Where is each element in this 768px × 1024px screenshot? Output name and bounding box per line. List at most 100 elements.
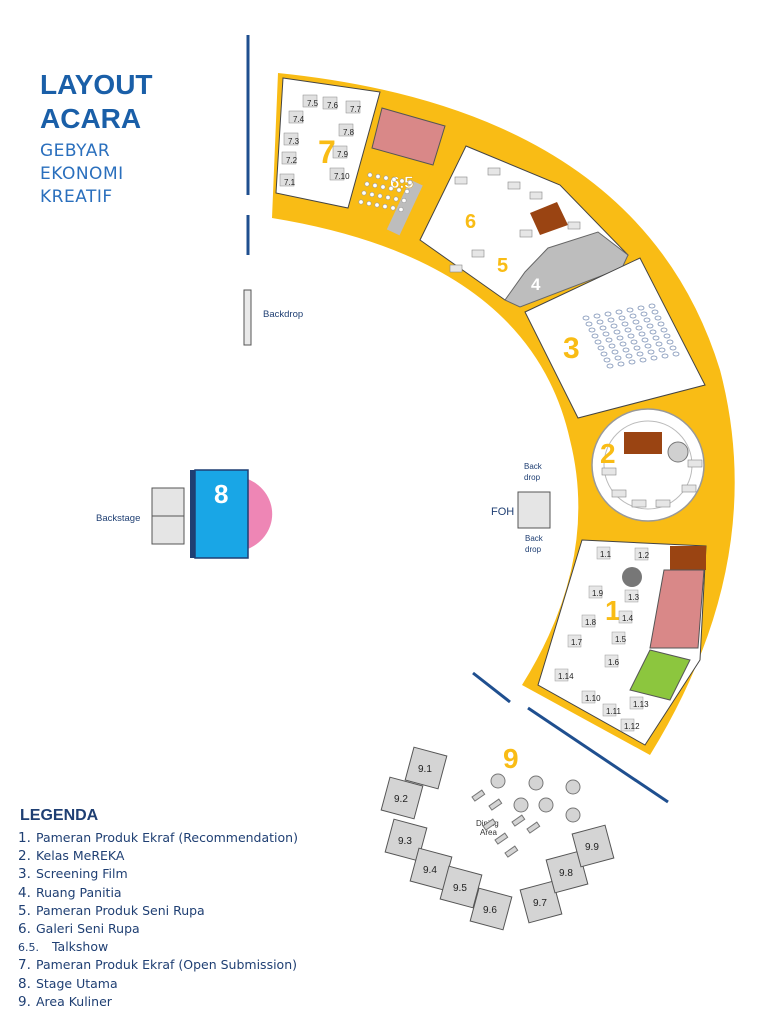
seat — [367, 172, 373, 178]
seat — [374, 202, 380, 208]
seat — [604, 311, 612, 317]
booth-table — [618, 610, 633, 624]
zone-9-stalls: 9.19.29.39.49.59.69.79.89.9 — [380, 746, 615, 931]
legend-item-text: Area Kuliner — [32, 993, 112, 1009]
booth-table — [302, 94, 318, 108]
seat — [607, 317, 615, 323]
dining-tables — [471, 773, 581, 858]
booth-label: 7.4 — [293, 115, 305, 124]
booth-label: 1.2 — [638, 551, 650, 560]
food-stall-label: 9.4 — [423, 865, 437, 876]
booth-label: 1.7 — [571, 638, 583, 647]
food-stall-label: 9.3 — [398, 836, 412, 847]
table — [507, 181, 521, 190]
legend-item: 7. Pameran Produk Ekraf (Open Submission… — [18, 956, 298, 974]
seat — [602, 331, 610, 337]
seat — [372, 183, 378, 189]
foh-booth — [517, 491, 551, 529]
legend-item-number: 5. — [18, 902, 31, 919]
booth-label: 1.13 — [633, 700, 649, 709]
booth-label: 7.2 — [286, 156, 298, 165]
legend-item: 6. Galeri Seni Rupa — [18, 920, 298, 938]
booth-table — [279, 173, 295, 187]
seat — [364, 181, 370, 187]
seat — [596, 319, 604, 325]
dining-label-2: Area — [480, 828, 497, 837]
booth-label: 1.4 — [622, 614, 634, 623]
zone-2-round-table — [667, 441, 689, 463]
booth-label: 7.7 — [350, 105, 362, 114]
seat — [383, 175, 389, 181]
booth-table — [624, 589, 639, 603]
seat — [599, 325, 607, 331]
seat — [672, 351, 680, 357]
dining-round-table — [513, 797, 529, 813]
dining-round-table — [565, 779, 581, 795]
booth-table — [581, 614, 596, 628]
zone-1-round-table — [622, 567, 642, 587]
booth-label: 7.10 — [334, 172, 350, 181]
dining-round-table — [490, 773, 506, 789]
seat — [636, 351, 644, 357]
legend-item: 2. Kelas MeREKA — [18, 847, 298, 865]
zone-label-2: 2 — [600, 438, 616, 469]
booth-table — [332, 145, 348, 159]
seat — [401, 198, 407, 204]
booth-table — [567, 634, 582, 648]
table — [655, 499, 671, 508]
food-stall-label: 9.2 — [394, 794, 408, 805]
booth-label: 1.8 — [585, 618, 597, 627]
seat — [396, 187, 402, 193]
seat — [616, 335, 624, 341]
booth-label: 1.10 — [585, 694, 601, 703]
food-stall-label: 9.6 — [483, 905, 497, 916]
legend-item-number: 4. — [18, 884, 31, 901]
subtitle-line-1: GEBYAR — [40, 141, 111, 161]
legend-item-text: Pameran Produk Ekraf (Open Submission) — [32, 957, 298, 973]
seat — [358, 199, 364, 205]
stage-pink-apron — [245, 478, 273, 550]
dining-round-table — [528, 775, 544, 791]
seat — [407, 180, 413, 186]
legend-list: 1. Pameran Produk Ekraf (Recommendation)… — [18, 829, 298, 1011]
table — [519, 229, 533, 238]
dining-bench — [488, 798, 503, 811]
subtitle-line-3: KREATIF — [40, 187, 113, 207]
furniture — [358, 167, 703, 508]
food-stall — [571, 824, 615, 868]
table — [681, 484, 697, 493]
food-stall-label: 9.7 — [533, 898, 547, 909]
legend-item-text: Ruang Panitia — [32, 884, 122, 900]
legend-item-number: 2. — [18, 848, 31, 865]
legend-item: 8. Stage Utama — [18, 975, 298, 993]
booth-label: 1.3 — [628, 593, 640, 602]
seat — [582, 315, 590, 321]
seat — [647, 349, 655, 355]
legend-item-text: Galeri Seni Rupa — [32, 921, 140, 937]
seat — [619, 341, 627, 347]
food-stall — [384, 818, 428, 862]
legend-item: 6.5. Talkshow — [18, 938, 298, 956]
food-stall — [380, 776, 424, 820]
seat — [628, 359, 636, 365]
seat — [382, 204, 388, 210]
seat — [375, 174, 381, 180]
seat — [613, 329, 621, 335]
zone-6-partition — [386, 179, 423, 236]
booth-table — [604, 654, 619, 668]
booth-label: 7.6 — [327, 101, 339, 110]
booth-label: 1.6 — [608, 658, 620, 667]
food-stall — [439, 865, 483, 909]
table — [487, 167, 501, 176]
back-drop-top-1: Back — [524, 462, 543, 471]
zone-4-room — [504, 231, 629, 308]
food-stall-label: 9.5 — [453, 883, 467, 894]
title-line-2: ACARA — [40, 103, 142, 134]
legend-item-text: Pameran Produk Seni Rupa — [32, 902, 205, 918]
seat — [385, 195, 391, 201]
seat — [637, 305, 645, 311]
legend-item-number: 7. — [18, 957, 31, 974]
food-stall — [469, 887, 513, 931]
